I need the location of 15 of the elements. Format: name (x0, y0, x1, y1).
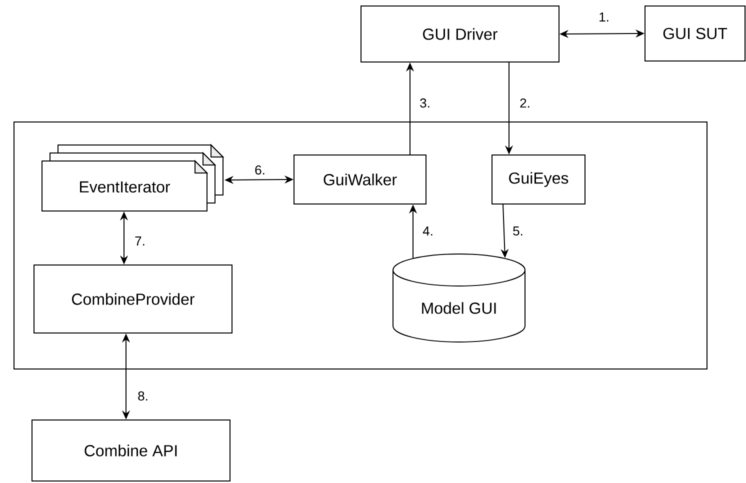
process-box: GuiEyes (492, 154, 586, 204)
process-box: GUI Driver (360, 6, 560, 62)
process-box: CombineProvider (34, 264, 232, 334)
edge-label: 8. (138, 391, 148, 401)
process-box: GUI SUT (644, 6, 746, 62)
edge-label: 1. (600, 12, 608, 22)
database-cylinder: Model GUI (392, 254, 526, 342)
edge-label: 2. (520, 98, 530, 108)
edge-label: 6. (255, 165, 264, 175)
edge-label: 4. (422, 226, 432, 236)
edge-label: 3. (420, 98, 430, 108)
process-box: Combine API (32, 420, 230, 482)
edge-label: 7. (135, 236, 144, 246)
process-box: GuiWalker (294, 154, 426, 204)
edge-label: 5. (513, 226, 522, 236)
